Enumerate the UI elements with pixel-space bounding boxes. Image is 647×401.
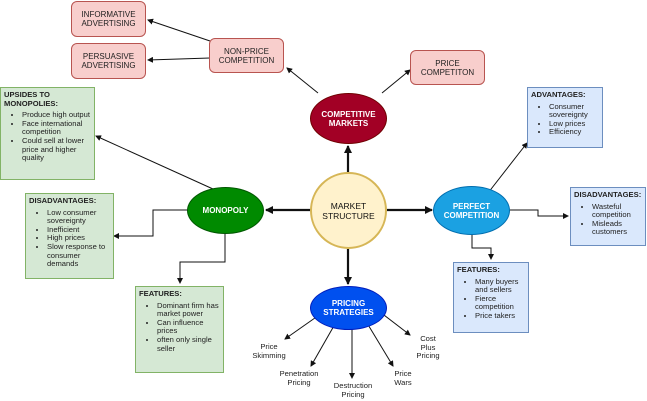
upsides-title: UPSIDES TO MONOPOLIES: xyxy=(4,90,59,108)
list-item: Efficiency xyxy=(549,128,599,137)
perfect-features-box: FEATURES: Many buyers and sellers Fierce… xyxy=(453,262,529,333)
arrow-to-monopoly-features xyxy=(177,232,226,284)
list-item: Low consumer sovereignty xyxy=(47,208,110,226)
list-item: Slow response to consumer demands xyxy=(47,242,110,269)
perfect-advantages-list: Consumer sovereignty Low prices Efficien… xyxy=(531,102,599,137)
arrow-to-price-competition xyxy=(381,69,411,94)
list-item: Can influence prices xyxy=(157,318,220,336)
non-price-competition-node[interactable]: NON-PRICE COMPETITION xyxy=(209,38,284,73)
list-item: Could sell at lower price and higher qua… xyxy=(22,136,91,163)
arrow-to-cost-plus xyxy=(379,311,411,336)
destruction-pricing-label: Destruction Pricing xyxy=(333,381,373,399)
list-item: Produce high output xyxy=(22,111,91,120)
competitive-markets-node[interactable]: COMPETITIVE MARKETS xyxy=(310,93,387,144)
monopoly-upsides-box: UPSIDES TO MONOPOLIES: Produce high outp… xyxy=(0,87,95,180)
arrow-to-monopoly-disadvantages xyxy=(113,209,190,239)
list-item: Dominant firm has market power xyxy=(157,301,220,319)
list-item: Wasteful competition xyxy=(592,202,642,220)
arrow-to-upsides xyxy=(95,135,214,190)
perfect-advantages-box: ADVANTAGES: Consumer sovereignty Low pri… xyxy=(527,87,603,148)
perfect-advantages-title: ADVANTAGES: xyxy=(531,90,586,99)
arrow-to-perfect-advantages xyxy=(487,142,528,194)
arrow-to-informative xyxy=(147,18,211,42)
monopoly-disadvantages-title: DISADVANTAGES: xyxy=(29,196,97,205)
arrow-to-wars xyxy=(366,322,394,367)
perfect-disadvantages-box: DISADVANTAGES: Wasteful competition Misl… xyxy=(570,187,646,246)
arrow-to-persuasive xyxy=(147,56,211,63)
list-item: Many buyers and sellers xyxy=(475,277,525,295)
list-item: Price takers xyxy=(475,311,525,321)
list-item: Fierce competition xyxy=(475,294,525,312)
arrow-to-perfect-disadvantages xyxy=(510,209,569,219)
penetration-pricing-label: Penetration Pricing xyxy=(279,369,319,387)
list-item: Face international competition xyxy=(22,119,91,137)
monopoly-disadvantages-box: DISADVANTAGES: Low consumer sovereignty … xyxy=(25,193,114,279)
perfect-features-list: Many buyers and sellers Fierce competiti… xyxy=(457,277,525,321)
persuasive-advertising-node[interactable]: PERSUASIVE ADVERTISING xyxy=(71,43,146,79)
monopoly-features-box: FEATURES: Dominant firm has market power… xyxy=(135,286,224,373)
price-wars-label: Price Wars xyxy=(394,369,412,387)
arrow-to-penetration xyxy=(310,323,336,367)
perfect-competition-node[interactable]: PERFECT COMPETITION xyxy=(433,186,510,235)
list-item: often only single seller xyxy=(157,335,220,353)
arrow-to-perfect-features xyxy=(471,232,494,260)
price-skimming-label: Price Skimming xyxy=(252,342,286,360)
list-item: Low prices xyxy=(549,119,599,129)
list-item: High prices xyxy=(47,234,110,243)
monopoly-disadvantages-list: Low consumer sovereignty Inefficient Hig… xyxy=(29,208,110,269)
market-structure-node[interactable]: MARKET STRUCTURE xyxy=(310,172,387,249)
arrow-to-non-price xyxy=(286,67,319,94)
cost-plus-pricing-label: Cost Plus Pricing xyxy=(416,334,440,361)
list-item: Inefficient xyxy=(47,225,110,235)
upsides-list: Produce high output Face international c… xyxy=(4,111,91,163)
monopoly-node[interactable]: MONOPOLY xyxy=(187,187,264,234)
monopoly-features-list: Dominant firm has market power Can influ… xyxy=(139,301,220,354)
price-competition-node[interactable]: PRICE COMPETITON xyxy=(410,50,485,85)
pricing-strategies-node[interactable]: PRICING STRATEGIES xyxy=(310,286,387,330)
monopoly-features-title: FEATURES: xyxy=(139,289,182,298)
informative-advertising-node[interactable]: INFORMATIVE ADVERTISING xyxy=(71,1,146,37)
perfect-disadvantages-title: DISADVANTAGES: xyxy=(574,190,642,199)
list-item: Misleads customers xyxy=(592,219,642,237)
list-item: Consumer sovereignty xyxy=(549,102,599,120)
perfect-features-title: FEATURES: xyxy=(457,265,500,274)
perfect-disadvantages-list: Wasteful competition Misleads customers xyxy=(574,202,642,237)
